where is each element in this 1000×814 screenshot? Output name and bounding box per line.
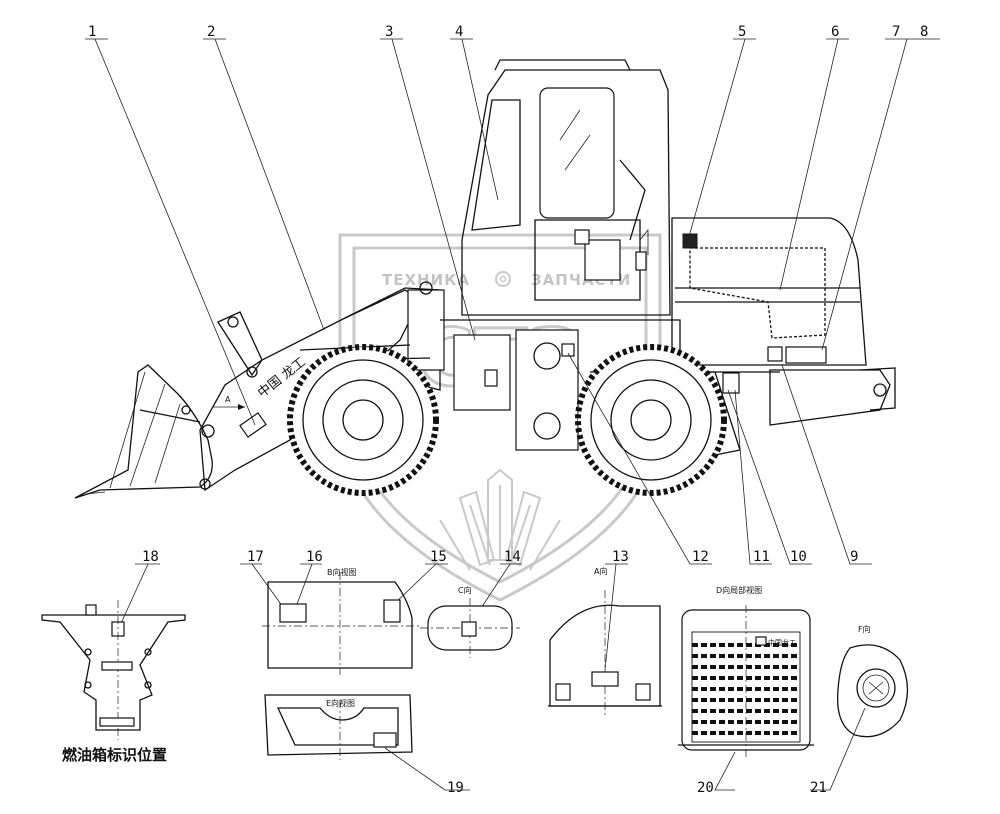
view-e-title: E向视图	[326, 698, 355, 708]
callout-10: 10	[790, 549, 807, 565]
view-a-decal	[591, 671, 619, 687]
callout-4: 4	[455, 24, 463, 40]
mid-frame	[453, 334, 511, 411]
counterweight	[769, 367, 896, 426]
view-b-decal-15	[383, 599, 401, 623]
gear-icon	[495, 271, 511, 287]
hood-grille	[689, 247, 826, 339]
callout-20: 20	[697, 780, 714, 796]
fuel-decal	[561, 343, 575, 357]
callout-11: 11	[753, 549, 770, 565]
view-c-decal	[461, 621, 477, 637]
view-a-arrow: A	[213, 395, 245, 410]
cab-seat	[584, 239, 621, 281]
view-d-radiator: D向局部视图 中国龙工	[678, 585, 814, 791]
callout-7: 7	[892, 24, 900, 40]
fuel-tank-strap-top	[101, 661, 133, 671]
view-b-decal-17-16	[279, 603, 307, 623]
leader-lines	[85, 38, 940, 565]
view-c-title: C向	[458, 585, 472, 595]
callout-17: 17	[247, 549, 264, 565]
callout-9: 9	[850, 549, 858, 565]
cab-decal	[574, 229, 590, 245]
fuel-tank-caption: 燃油箱标识位置	[62, 746, 167, 764]
callout-15: 15	[430, 549, 447, 565]
callout-1: 1	[88, 24, 96, 40]
callout-3: 3	[385, 24, 393, 40]
view-a-arrow-label: A	[225, 395, 231, 404]
view-e-detail: E向视图	[264, 694, 470, 791]
hood-info-decal	[785, 346, 827, 364]
callout-6: 6	[831, 24, 839, 40]
rear-wheel	[575, 344, 727, 496]
wheat-icon	[439, 468, 561, 571]
callout-19: 19	[447, 780, 464, 796]
front-wheel	[287, 344, 439, 496]
view-a-title: A向	[594, 566, 607, 576]
view-f-emblem	[868, 681, 884, 695]
callout-13: 13	[612, 549, 629, 565]
view-a-right-mark	[635, 683, 651, 701]
callout-21: 21	[810, 780, 827, 796]
callout-5: 5	[738, 24, 746, 40]
cab	[461, 59, 671, 316]
view-b-detail: B向视图	[240, 563, 448, 675]
view-e-decal	[373, 732, 397, 748]
callout-2: 2	[207, 24, 215, 40]
view-c-detail: C向	[420, 563, 522, 658]
boom-decal-badge	[239, 412, 267, 438]
hood-warning-decal	[767, 346, 783, 362]
view-f-detail: F向	[810, 624, 909, 791]
callout-numbers: 1 2 3 4 5 6 7 8 9 10 11 12 13 14 15 16 1…	[88, 24, 928, 796]
radiator-brand-badge	[755, 636, 767, 646]
bucket	[74, 364, 215, 499]
view-f-title: F向	[858, 624, 871, 634]
rear-decal	[722, 372, 740, 394]
front-frame-plate	[407, 289, 445, 371]
view-a-detail: A向	[548, 563, 662, 715]
engine-hood	[671, 217, 867, 394]
cab-rear-decal	[635, 251, 647, 271]
hood-logo-decal	[682, 233, 698, 249]
fuel-tank-strap-bottom	[99, 717, 135, 727]
callout-8: 8	[920, 24, 928, 40]
view-d-title: D向局部视图	[716, 585, 762, 595]
watermark-left-text: ТЕХНИКА	[382, 271, 470, 289]
fuel-tank-detail: 燃油箱标识位置	[41, 563, 186, 764]
mid-frame-decal	[484, 369, 498, 387]
callout-12: 12	[692, 549, 709, 565]
view-b-title: B向视图	[327, 567, 357, 577]
loader-side-view: 中国 龙工	[74, 59, 896, 499]
callout-14: 14	[504, 549, 521, 565]
radiator-brand-text: 中国龙工	[768, 638, 796, 647]
callout-18: 18	[142, 549, 159, 565]
callout-16: 16	[306, 549, 323, 565]
fuel-cap	[85, 604, 97, 616]
view-a-left-mark	[555, 683, 571, 701]
chassis	[440, 319, 780, 461]
